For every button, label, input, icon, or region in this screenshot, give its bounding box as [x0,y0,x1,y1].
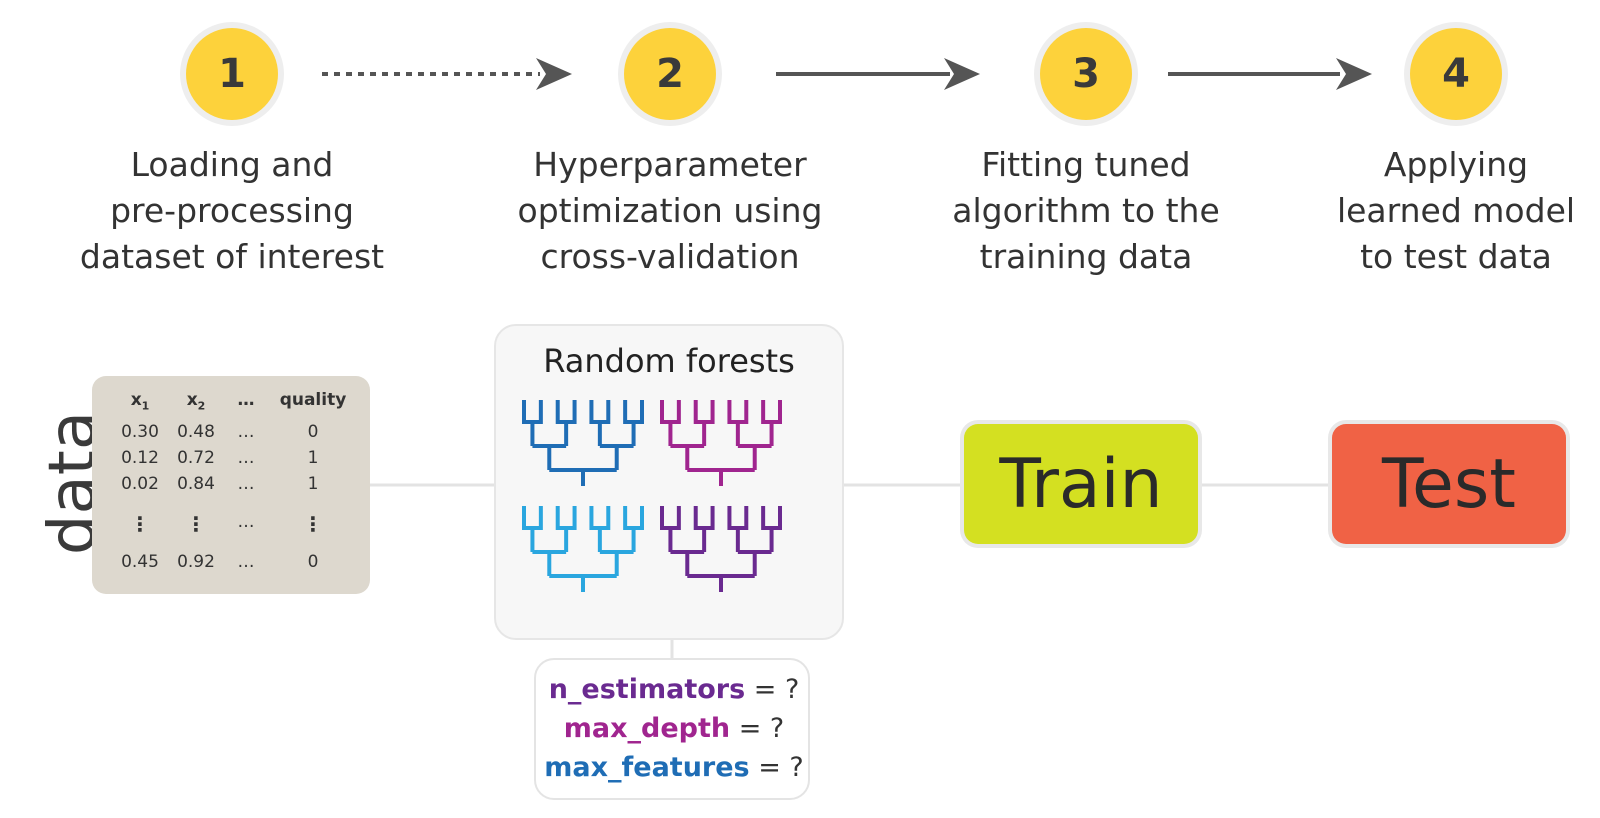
step-1-description: Loading and pre-processing dataset of in… [79,145,385,276]
decision-tree-icon [660,506,782,592]
step-2-number: 2 [656,51,684,97]
table-cell: 1 [307,474,319,494]
arrow-3-to-4 [1168,58,1372,90]
trees-graphic [522,400,782,592]
step-4-description: Applying learned model to test data [1336,145,1576,276]
table-cell: 1 [307,448,319,468]
step-3-description: Fitting tuned algorithm to the training … [952,145,1220,276]
step-4-number: 4 [1442,51,1470,97]
table-cell: ⋮ [130,512,150,536]
random-forests-panel [494,324,844,640]
param-max-features: max_features = ? [544,752,804,783]
table-cell: 0.48 [177,422,215,442]
data-table: x1 x2 … quality 0.30 0.48 … 0 0.12 0.72 … [92,376,370,594]
header-ellipsis: … [237,390,255,410]
table-cell: 0.92 [177,552,215,572]
test-box: Test [1332,424,1566,544]
step-4-badge: 4 [1410,28,1502,120]
step-3-number: 3 [1072,51,1100,97]
table-cell: 0.84 [177,474,215,494]
table-cell: … [237,512,255,532]
header-x1: x1 [130,390,150,413]
table-cell: … [237,422,255,442]
param-n-estimators: n_estimators = ? [548,674,800,705]
table-cell: 0.72 [177,448,215,468]
header-quality: quality [279,390,347,410]
table-cell: 0.02 [121,474,159,494]
header-x2: x2 [186,390,206,413]
table-cell: 0.30 [121,422,159,442]
train-box: Train [964,424,1198,544]
table-cell: … [237,448,255,468]
table-cell: 0.12 [121,448,159,468]
decision-tree-icon [522,400,644,486]
table-cell: ⋮ [186,512,206,536]
step-2-description: Hyperparameter optimization using cross-… [517,145,823,276]
table-cell: 0 [307,422,319,442]
table-cell: 0 [307,552,319,572]
table-cell: ⋮ [303,512,323,536]
step-2-badge: 2 [624,28,716,120]
step-1-number: 1 [218,51,246,97]
table-cell: 0.45 [121,552,159,572]
arrow-1-to-2 [322,58,572,90]
param-max-depth: max_depth = ? [563,713,785,744]
step-3-badge: 3 [1040,28,1132,120]
decision-tree-icon [522,506,644,592]
decision-tree-icon [660,400,782,486]
hyperparameter-box: n_estimators = ? max_depth = ? max_featu… [534,658,810,800]
table-cell: … [237,552,255,572]
step-1-badge: 1 [186,28,278,120]
arrow-2-to-3 [776,58,980,90]
random-forests-title: Random forests [543,342,795,380]
table-cell: … [237,474,255,494]
